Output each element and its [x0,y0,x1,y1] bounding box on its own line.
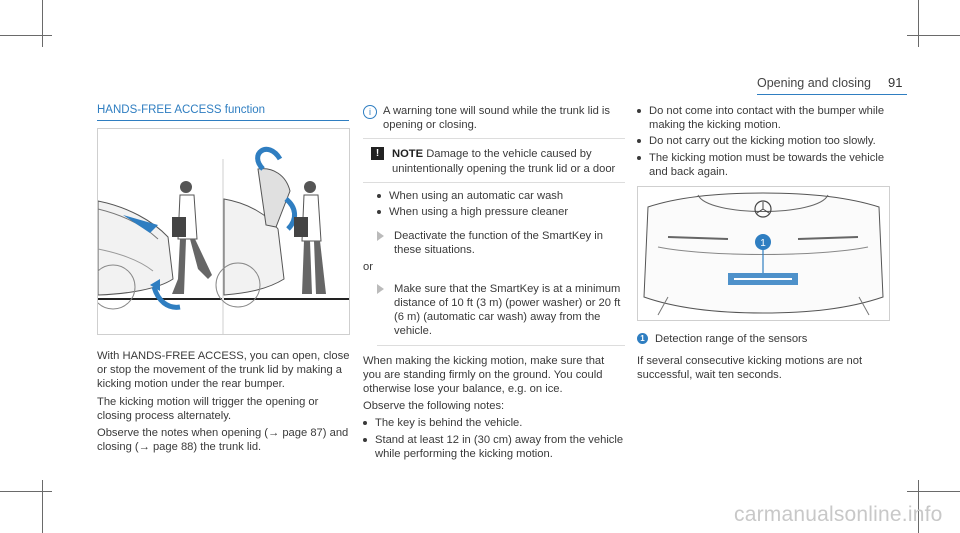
note-box: ! NOTE Damage to the vehicle caused by u… [363,138,625,183]
section-title-rule [97,120,349,121]
right-body: 1 Detection range of the sensors If seve… [637,332,901,386]
list-item: Do not come into contact with the bumper… [637,104,901,132]
left-body: With HANDS-FREE ACCESS, you can open, cl… [97,349,353,457]
action-step: Deactivate the function of the SmartKey … [377,229,625,257]
note-bullet-list: When using an automatic car wash When us… [377,189,625,219]
section-title: HANDS-FREE ACCESS function [97,104,266,116]
trigger-paragraph: The kicking motion will trigger the open… [97,395,319,422]
middle-column: i A warning tone will sound while the tr… [363,104,625,463]
crop-mark [0,35,52,36]
legend-item: 1 Detection range of the sensors [637,332,901,346]
crop-mark [907,491,960,492]
note-text: Damage to the vehicle caused by unintent… [392,148,616,175]
observe-notes: Observe the following notes: [363,400,505,413]
note-label: NOTE [392,148,424,161]
kick-bullet-list: Do not come into contact with the bumper… [637,104,901,179]
crop-mark [918,480,919,533]
list-item: When using an automatic car wash [377,189,625,203]
car-rear-bumper-illustration: 1 [643,192,884,316]
hands-free-illustration [90,128,350,335]
info-icon: i [363,105,377,119]
or-label: or [363,260,373,273]
notes-bullet-list: The key is behind the vehicle. Stand at … [363,416,625,461]
page-number: 91 [888,75,903,90]
action-text: Make sure that the SmartKey is at a mini… [394,282,621,338]
crop-mark [42,480,43,533]
right-bullets: Do not come into contact with the bumper… [637,104,901,181]
action-arrow-icon [377,283,384,294]
crop-mark [907,35,960,36]
watermark: carmanualsonline.info [734,503,943,526]
legend-number-badge: 1 [637,333,648,344]
crop-mark [0,491,52,492]
intro-paragraph: With HANDS-FREE ACCESS, you can open, cl… [97,350,350,391]
bumper-sensor-illustration: 1 [637,186,890,321]
crop-mark [42,0,43,47]
list-item: The kicking motion must be towards the v… [637,151,901,179]
action-arrow-icon [377,231,384,242]
info-text: A warning tone will sound while the trun… [383,105,610,132]
info-block: i A warning tone will sound while the tr… [363,104,625,132]
warning-icon: ! [371,147,384,161]
legend-text: Detection range of the sensors [655,333,808,345]
observe-paragraph: Observe the notes when opening (→ page 8… [97,427,349,454]
list-item: When using a high pressure cleaner [377,205,625,219]
action-text: Deactivate the function of the SmartKey … [394,230,603,257]
wait-paragraph: If several consecutive kicking motions a… [637,355,863,382]
kick-paragraph: When making the kicking motion, make sur… [363,354,605,396]
list-item: The key is behind the vehicle. [363,416,625,430]
list-item: Do not carry out the kicking motion too … [637,134,901,148]
header-rule [757,94,907,95]
action-step: Make sure that the SmartKey is at a mini… [377,282,625,346]
list-item: Stand at least 12 in (30 cm) away from t… [363,433,625,461]
callout-number: 1 [760,238,766,249]
kick-motion-illustration [90,146,349,334]
crop-mark [918,0,919,47]
running-header: Opening and closing [757,76,871,90]
